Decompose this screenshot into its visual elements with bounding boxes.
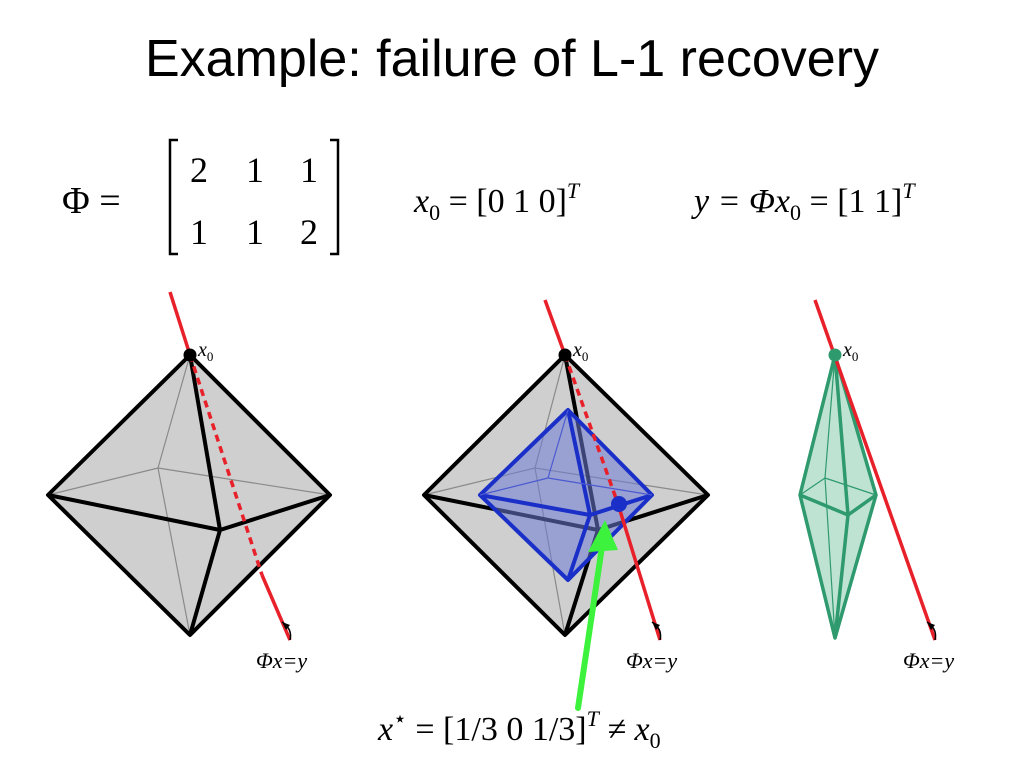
xstar-neq: ≠ x bbox=[599, 711, 650, 748]
matrix-cell-r2c3: 2 bbox=[300, 212, 318, 252]
svg-text:x0 = [0 1 0]T: x0 = [0 1 0]T bbox=[413, 178, 581, 225]
x0-sup: T bbox=[567, 178, 581, 203]
y-sup: T bbox=[902, 178, 916, 203]
line-label-3: Φx=y bbox=[903, 648, 954, 673]
y-equation: y = Φx0 = [1 1]T bbox=[691, 178, 916, 225]
vertex-x0-dot bbox=[183, 348, 197, 362]
xstar-pointer-arrow bbox=[575, 520, 618, 711]
figure-octahedron-with-l1-ball: x0 Φx=y bbox=[422, 299, 710, 673]
y-sub: 0 bbox=[790, 200, 801, 225]
x0-sub: 0 bbox=[429, 200, 440, 225]
vertex-x0-label-3: x0 bbox=[842, 339, 858, 364]
xstar-rhs: = [1/3 0 1/3] bbox=[407, 711, 587, 748]
y-lhs: y = Φx bbox=[691, 183, 790, 220]
matrix-cell-r1c2: 1 bbox=[246, 150, 264, 190]
line-label-1: Φx=y bbox=[256, 648, 307, 673]
y-rhs: = [1 1] bbox=[801, 183, 902, 220]
x0-var: x bbox=[413, 183, 429, 220]
vertex-x0-dot-3 bbox=[828, 348, 842, 362]
line-label-2: Φx=y bbox=[626, 648, 677, 673]
vertex-x0-label-2: x0 bbox=[572, 339, 588, 364]
matrix-right-bracket bbox=[330, 138, 340, 256]
phi-equation: Φ = 2 1 1 1 1 2 bbox=[62, 138, 340, 256]
x0-equation: x0 = [0 1 0]T bbox=[413, 178, 581, 225]
matrix-cell-r1c3: 1 bbox=[300, 150, 318, 190]
figure-octahedron: x0 Φx=y bbox=[46, 291, 332, 673]
xstar-sup: T bbox=[587, 706, 601, 731]
matrix-cell-r2c1: 1 bbox=[190, 212, 208, 252]
xstar-equation: x⋆ = [1/3 0 1/3]T ≠ x0 bbox=[377, 706, 661, 753]
matrix-left-bracket bbox=[168, 138, 178, 256]
svg-text:x⋆ = [1/3 0 1/3]T ≠ x0: x⋆ = [1/3 0 1/3]T ≠ x0 bbox=[377, 706, 661, 753]
octahedron-body bbox=[48, 355, 330, 635]
xstar-sub: 0 bbox=[650, 728, 661, 753]
figure-spindle: x0 Φx=y bbox=[798, 299, 954, 673]
xstar-dot bbox=[611, 496, 627, 512]
matrix-cell-r2c2: 1 bbox=[246, 212, 264, 252]
vertex-x0-label: x0 bbox=[197, 339, 213, 364]
matrix-cell-r1c1: 2 bbox=[190, 150, 208, 190]
phi-lhs: Φ = bbox=[62, 180, 121, 222]
x0-rhs: = [0 1 0] bbox=[440, 183, 567, 220]
xstar-star: ⋆ bbox=[393, 706, 407, 731]
svg-text:y = Φx0 = [1 1]T: y = Φx0 = [1 1]T bbox=[691, 178, 916, 225]
slide-title: Example: failure of L-1 recovery bbox=[144, 30, 880, 88]
xstar-var: x bbox=[377, 711, 393, 748]
vertex-x0-dot-2 bbox=[558, 348, 572, 362]
